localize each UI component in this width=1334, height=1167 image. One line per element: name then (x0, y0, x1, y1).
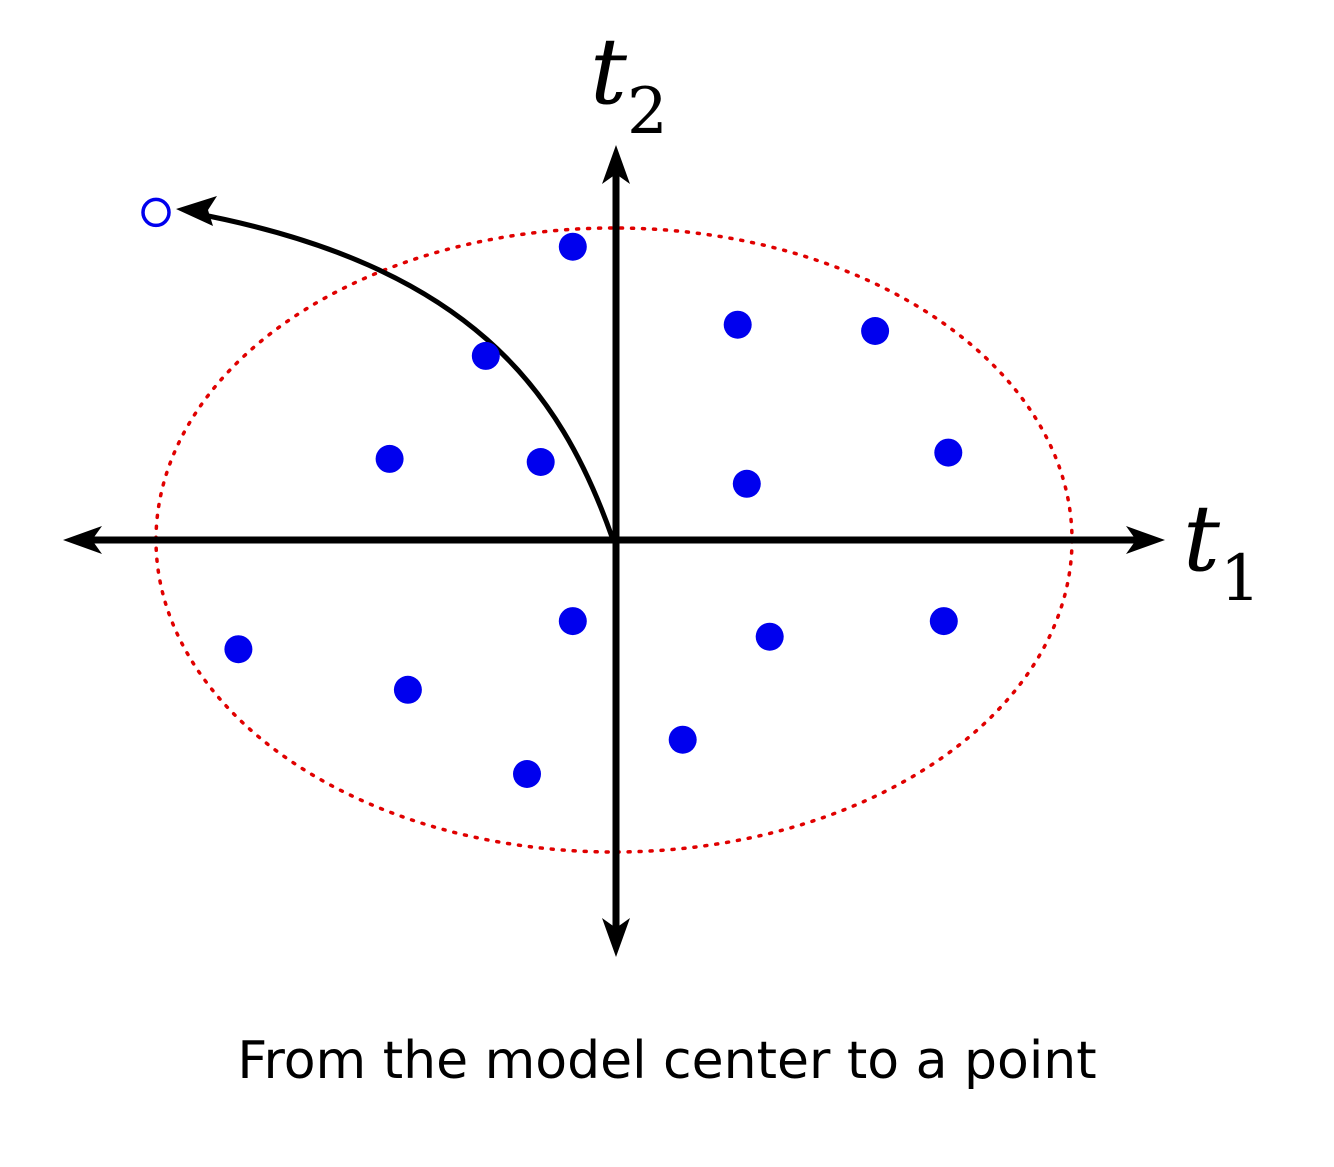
t1-axis-arrow-left (63, 526, 102, 554)
data-points-layer (224, 232, 963, 788)
data-point (513, 760, 541, 788)
data-point (224, 635, 253, 664)
data-point (471, 341, 500, 370)
center-to-point-curve (192, 210, 615, 538)
data-point (668, 725, 697, 754)
data-point (929, 607, 958, 636)
data-point (526, 448, 555, 476)
data-point (934, 438, 963, 467)
t1-axis-label-var: t (1183, 485, 1221, 592)
data-point (732, 469, 761, 498)
t2-axis-label: t2 (590, 18, 668, 149)
data-point (558, 607, 587, 636)
data-point (375, 444, 404, 473)
data-point (393, 675, 422, 704)
data-point (558, 232, 587, 261)
t2-axis-arrow-down (602, 918, 630, 957)
data-point (861, 317, 890, 345)
data-point (723, 310, 752, 339)
t1-axis-arrow-right (1126, 526, 1165, 554)
t1-axis-label-sub: 1 (1220, 542, 1261, 616)
t1-axis-label: t1 (1183, 485, 1261, 616)
outlier-point (141, 197, 171, 228)
t2-axis-label-sub: 2 (627, 75, 668, 149)
t2-axis-arrow-up (602, 145, 630, 184)
data-point (755, 622, 784, 651)
outlier-layer (141, 197, 171, 228)
t2-axis-label-var: t (590, 18, 628, 125)
caption: From the model center to a point (237, 1031, 1097, 1091)
center-to-point-arrowhead (176, 196, 217, 226)
